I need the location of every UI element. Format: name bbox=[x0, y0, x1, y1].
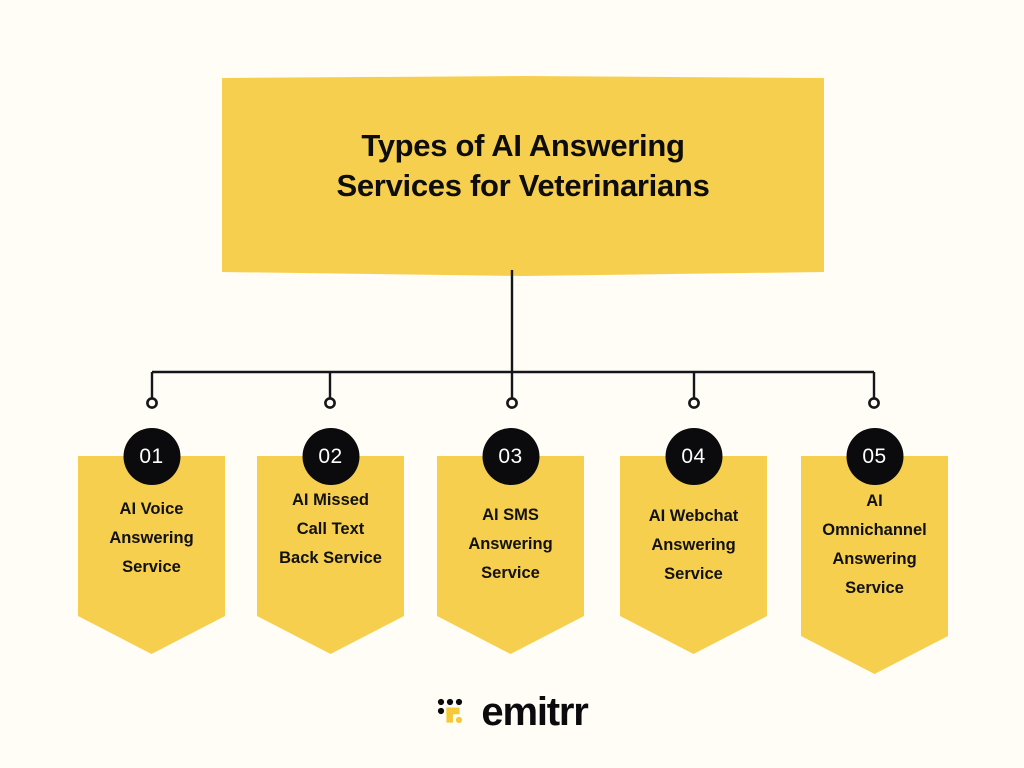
connector-node-dot-1 bbox=[146, 397, 158, 409]
card-banner-shape bbox=[620, 456, 767, 654]
connector-node-dot-3 bbox=[506, 397, 518, 409]
connector-node-dot-2 bbox=[324, 397, 336, 409]
card-title: AI Omnichannel Answering Service bbox=[822, 492, 927, 597]
card-number-badge: 01 bbox=[123, 428, 180, 485]
card-title: AI SMS Answering Service bbox=[468, 506, 553, 582]
card-banner-shape bbox=[78, 456, 225, 654]
card-banner-shape bbox=[437, 456, 584, 654]
card-number-badge: 03 bbox=[482, 428, 539, 485]
emitrr-dots-mark-icon bbox=[438, 698, 463, 724]
card-number-badge: 02 bbox=[302, 428, 359, 485]
brand-wordmark: emitrr bbox=[481, 690, 588, 734]
card-title: AI Webchat Answering Service bbox=[648, 507, 739, 583]
card-number-badge: 05 bbox=[846, 428, 903, 485]
connector-node-dot-4 bbox=[688, 397, 700, 409]
card-banner-shape bbox=[257, 456, 404, 654]
header-banner-shape bbox=[222, 76, 824, 276]
service-card-row: 01 AI Voice Answering Service 02 AI Miss… bbox=[0, 425, 1024, 674]
card-title: AI Missed Call Text Back Service bbox=[279, 491, 382, 567]
card-title: AI Voice Answering Service bbox=[109, 500, 194, 576]
card-number-badge: 04 bbox=[665, 428, 722, 485]
connector-node-dot-5 bbox=[868, 397, 880, 409]
page-title: Types of AI Answering Services for Veter… bbox=[336, 128, 710, 203]
connector-lines bbox=[146, 270, 880, 409]
card-banner-shape bbox=[801, 456, 948, 674]
header-banner: Types of AI Answering Services for Veter… bbox=[222, 76, 824, 276]
brand-logo: emitrr bbox=[0, 686, 1024, 738]
